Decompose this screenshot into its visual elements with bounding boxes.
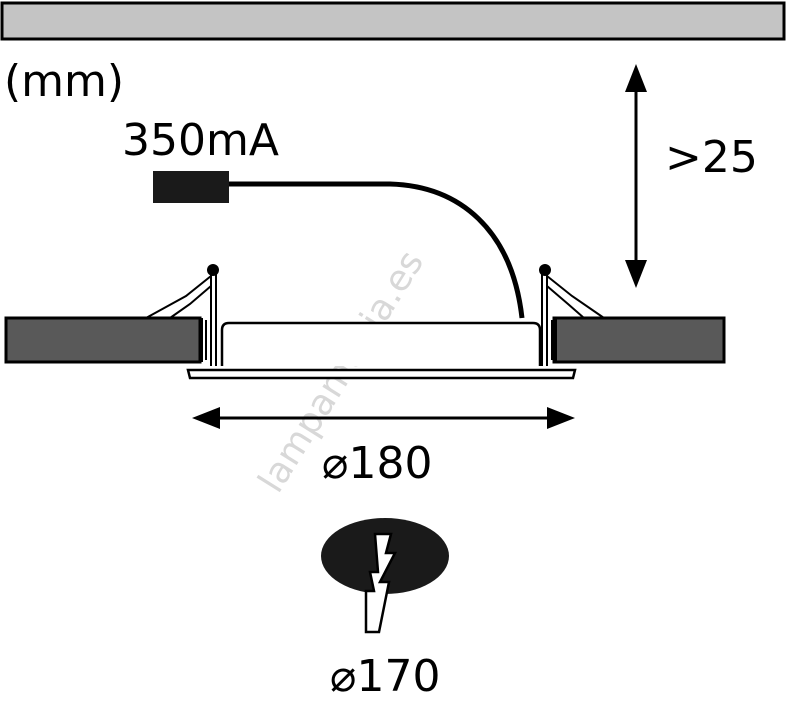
lamp-body	[220, 321, 542, 366]
ceiling-board-left	[4, 316, 202, 364]
outer-diameter-label: ⌀180	[322, 438, 432, 489]
ceiling-slab	[0, 1, 786, 41]
depth-arrow	[625, 64, 647, 288]
diameter-arrow	[192, 407, 575, 429]
lamp-flange	[186, 368, 577, 380]
clip-pivot-left	[207, 264, 219, 276]
mounting-clip-left	[145, 270, 217, 366]
cutout-icon	[321, 518, 449, 634]
ceiling-board-right	[552, 316, 726, 364]
cable	[229, 181, 525, 319]
depth-label: >25	[665, 132, 758, 183]
mounting-clip-right	[541, 270, 605, 366]
cutout-diameter-label: ⌀170	[330, 651, 440, 702]
unit-label: (mm)	[4, 56, 124, 107]
clip-pivot-right	[539, 264, 551, 276]
driver-box	[153, 171, 229, 203]
current-label: 350mA	[122, 115, 279, 166]
